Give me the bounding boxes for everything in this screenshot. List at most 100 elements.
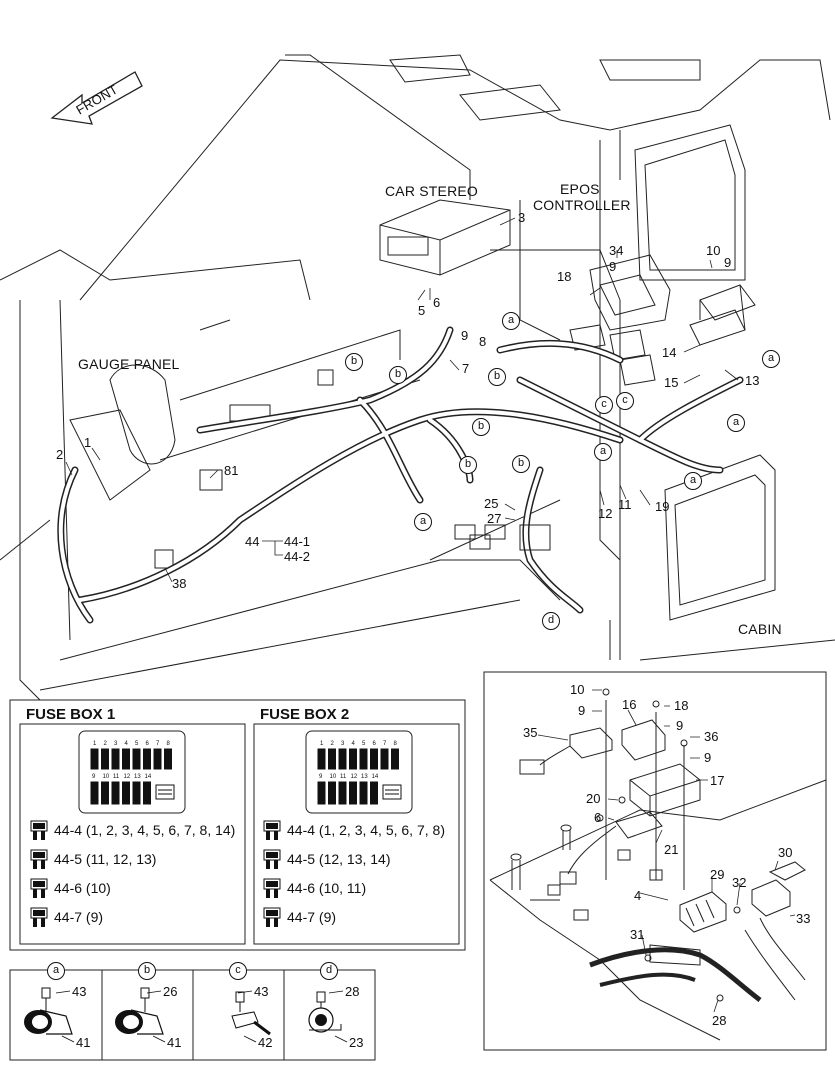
callout-81: 81 [224,463,239,478]
fuse-slot-number: 9 [319,774,323,780]
detail-view-bottom-callout: 41 [167,1035,182,1050]
blade-fuse-icon [30,878,48,898]
fuse-slot-number: 1 [93,741,97,747]
blade-fuse-icon [30,820,48,840]
fuse-slot [90,748,99,770]
fuse-slot-number: 4 [125,741,129,747]
fuse-slot-number: 14 [372,774,379,780]
callout-13: 13 [745,373,760,388]
detail-view-letter: c [229,962,247,980]
fuse-box-2-title: FUSE BOX 2 [260,706,350,723]
fuse-slot-number: 2 [331,741,335,747]
callout-5: 5 [418,303,426,318]
fuse-slot [101,748,109,770]
fuse-slot-number: 7 [383,741,387,747]
fuse-slot [359,748,368,770]
blade-fuse-icon [263,820,281,840]
blade-fuse-icon [263,907,281,927]
callout-8: 8 [479,334,487,349]
detail-ref-a: a [502,312,520,330]
fuse-slot [143,748,151,770]
fuse-entry-label: 44-5 (11, 12, 13) [54,851,157,867]
fuse-entry-label: 44-7 (9) [287,909,337,925]
inset-callout-31: 31 [630,927,645,942]
inset-callout-36: 36 [704,729,719,744]
callout-6: 6 [433,295,441,310]
blade-fuse-icon [30,849,48,869]
fuse-slot-number: 3 [114,741,118,747]
fuse-box-1-title: FUSE BOX 1 [26,706,116,723]
gauge-panel-unit [69,364,176,501]
car-stereo-unit [379,199,511,276]
fuse-slot-number: 11 [340,774,347,780]
callout-9b: 9 [609,259,617,274]
inset-callout-28: 28 [712,1013,727,1028]
fuse-slot [317,781,326,805]
fuse-slot-number: 10 [330,774,337,780]
inset-callout-18: 18 [674,698,689,713]
callout-44-1: 44-1 [284,534,311,549]
gauge-panel-label: GAUGE PANEL [78,356,180,372]
inset-callout-6: 6 [594,810,602,825]
inset-callout-9c: 9 [704,750,712,765]
fuse-slot-number: 5 [135,741,139,747]
callout-25: 25 [484,496,499,511]
detail-ref-a: a [762,350,780,368]
fuse-spare-slot [155,784,175,800]
fuse-slot [328,781,336,805]
inset-callout-16: 16 [622,697,637,712]
fuse-slot-number: 13 [134,774,141,780]
car-stereo-label: CAR STEREO [385,183,479,199]
detail-view-letter: a [47,962,65,980]
detail-view-clamp [115,987,164,1035]
callout-2: 2 [56,447,64,462]
fuse-slot-number: 8 [167,741,171,747]
inset-callout-29: 29 [710,867,725,882]
detail-ref-a: a [684,472,702,490]
inset-callout-32: 32 [732,875,747,890]
inset-callout-35: 35 [523,725,538,740]
inset-callout-9b: 9 [676,718,684,733]
fuse-slot [153,748,162,770]
callout-1: 1 [84,435,92,450]
callout-7: 7 [462,361,470,376]
fuse-slot [370,781,378,805]
fuse-slot-number: 6 [146,741,150,747]
fuse-slot [338,781,347,805]
fuse-slot-number: 13 [361,774,368,780]
fuse-slot-number: 8 [394,741,398,747]
callout-15: 15 [664,375,679,390]
detail-view-clamp [231,991,271,1036]
epos-controller-unit [589,254,671,331]
inset-callout-21: 21 [664,842,679,857]
inset-callout-10: 10 [570,682,585,697]
detail-ref-b: b [488,368,506,386]
callout-19: 19 [655,499,670,514]
detail-ref-b: b [389,366,407,384]
callout-3: 3 [518,210,526,225]
blade-fuse-icon [263,849,281,869]
callout-14: 14 [662,345,677,360]
fuse-slot [349,748,357,770]
fuse-entry-label: 44-4 (1, 2, 3, 4, 5, 6, 7, 8) [287,822,445,838]
inset-callout-4: 4 [634,888,642,903]
inset-callout-9a: 9 [578,703,586,718]
blade-fuse-icon [263,878,281,898]
fuse-slot [391,748,399,770]
fuse-entry-label: 44-7 (9) [54,909,104,925]
fuse-entry-label: 44-6 (10) [54,880,111,896]
callout-18: 18 [557,269,572,284]
fuse-spare-slot [382,784,402,800]
fuse-slot [359,781,368,805]
fuse-slot-number: 5 [362,741,366,747]
detail-view-clamp [24,987,73,1035]
detail-view-top-callout: 43 [72,984,87,999]
blade-fuse-icon [30,907,48,927]
fuse-slot-number: 12 [124,774,131,780]
epos-label-line1: EPOS [560,181,600,197]
callout-38: 38 [172,576,187,591]
callout-27: 27 [487,511,502,526]
fuse-slot [349,781,357,805]
